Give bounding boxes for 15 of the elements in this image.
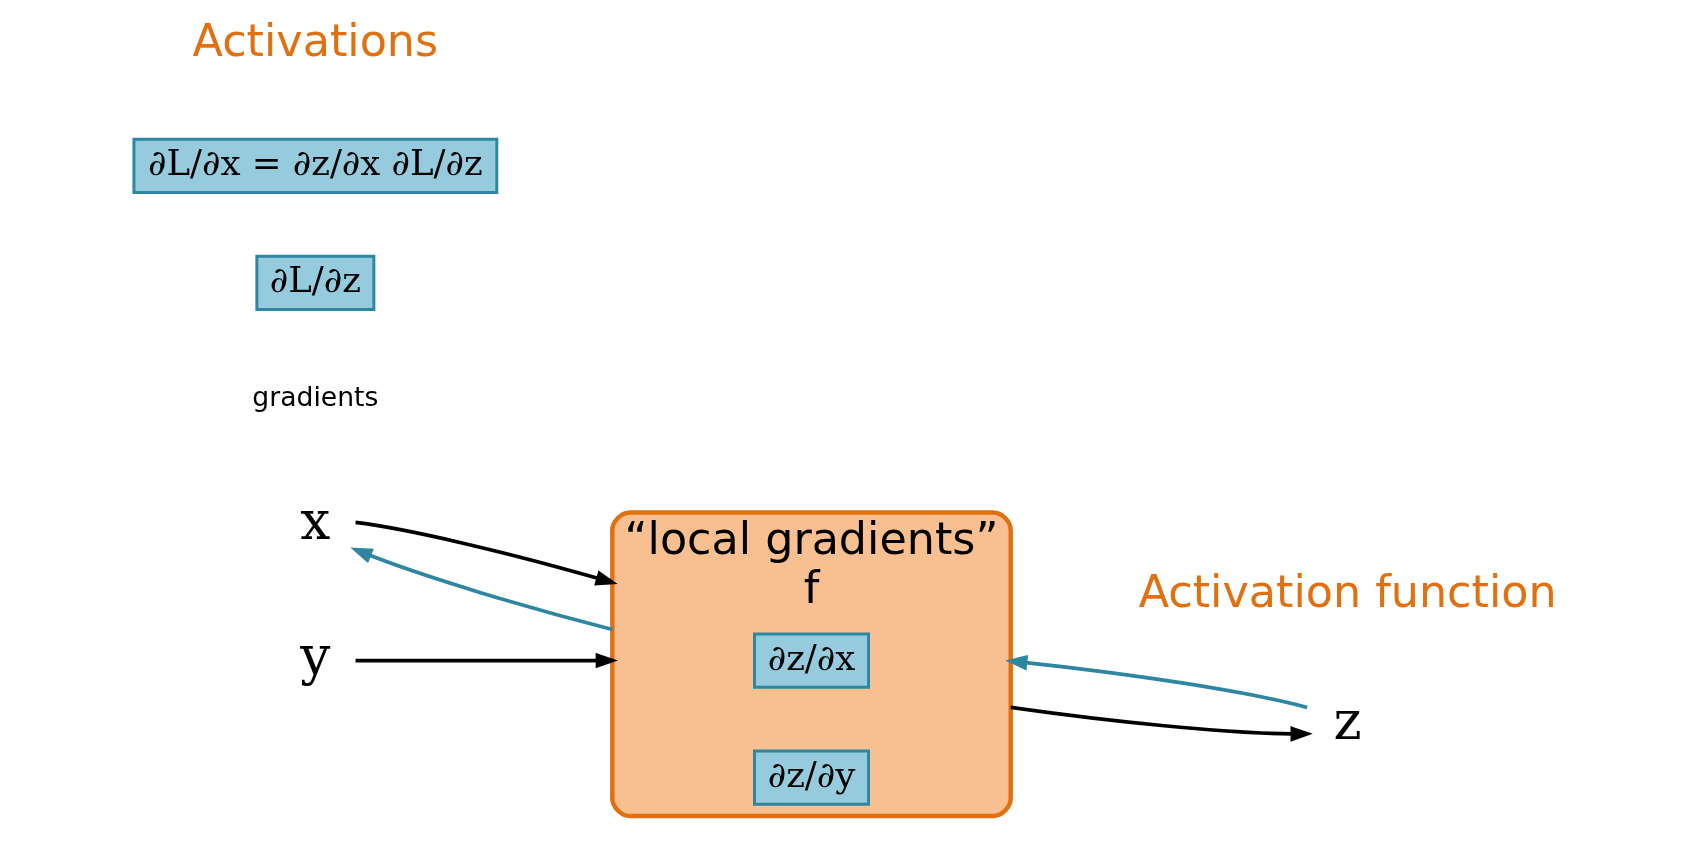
node-text: z <box>1333 689 1362 752</box>
node-box: ∂L/∂x = ∂z/∂x ∂L/∂z <box>132 137 499 195</box>
node-label: Activation function <box>1138 565 1557 617</box>
arrow <box>355 520 618 586</box>
arrow <box>1010 705 1313 742</box>
node-box: ∂z/∂y <box>753 749 870 806</box>
label: Activations <box>192 14 439 66</box>
arrow <box>355 652 618 669</box>
node-box: ∂z/∂x <box>753 632 870 689</box>
arrow <box>1005 655 1308 710</box>
node-label: gradients <box>252 381 379 413</box>
node-box: ∂L/∂z <box>255 254 376 312</box>
arrow <box>350 547 613 632</box>
node-text: y <box>300 624 331 687</box>
node-text: x <box>300 489 331 552</box>
